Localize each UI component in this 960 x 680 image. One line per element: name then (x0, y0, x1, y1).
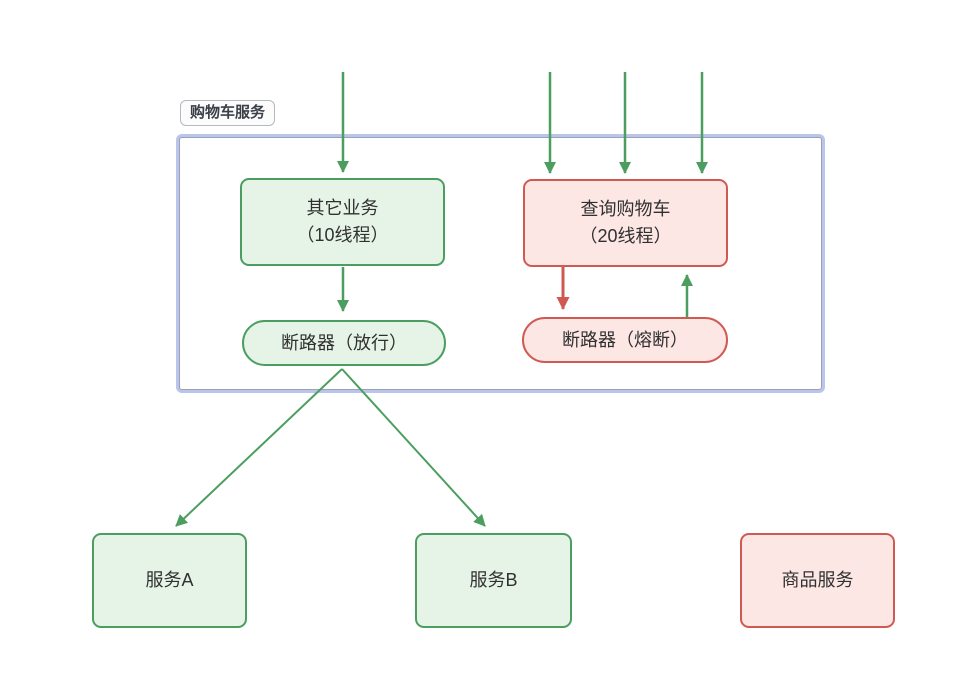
node-product-service: 商品服务 (740, 533, 895, 628)
node-label: 断路器（熔断） (562, 329, 688, 350)
cart-service-group-label: 购物车服务 (180, 100, 276, 126)
node-service-a: 服务A (92, 533, 247, 628)
node-other-business: 其它业务 （10线程） (240, 178, 445, 266)
node-query-cart: 查询购物车 （20线程） (523, 179, 728, 267)
node-label: 商品服务 (781, 570, 854, 590)
node-label: 断路器（放行） (281, 332, 407, 353)
node-breaker-pass: 断路器（放行） (242, 320, 446, 366)
node-label: 查询购物车 (580, 199, 671, 219)
edge-breaker-pass-to-service-b (341, 368, 486, 527)
node-breaker-trip: 断路器（熔断） (522, 317, 728, 363)
node-label: 服务B (469, 570, 518, 590)
node-label: 服务A (145, 570, 194, 590)
node-label: 其它业务 (306, 198, 379, 218)
node-service-b: 服务B (415, 533, 572, 628)
edge-breaker-pass-to-service-a (175, 368, 343, 527)
node-sublabel: （10线程） (296, 225, 389, 245)
node-sublabel: （20线程） (579, 226, 672, 246)
